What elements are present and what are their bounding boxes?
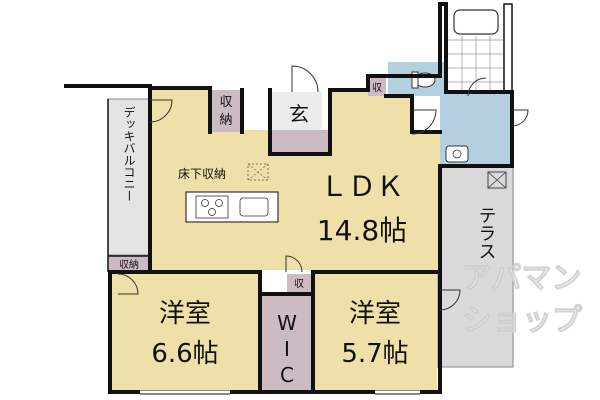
storage-top-label-2: 納 xyxy=(219,113,232,128)
western-room-2-size: 5.7帖 xyxy=(341,339,408,369)
terrace-drain-icon xyxy=(487,171,507,189)
storage-left-label: 収納 xyxy=(119,258,139,271)
terrace-label: テラス xyxy=(476,206,497,260)
bathtub-icon xyxy=(453,9,499,35)
entrance-label: 玄 xyxy=(289,102,309,126)
storage-top-label-1: 収 xyxy=(219,95,232,110)
western-room-2 xyxy=(315,272,437,390)
wic-label-i: I xyxy=(284,337,290,361)
wic-label-c: C xyxy=(280,363,294,387)
sink-icon xyxy=(239,197,269,217)
watermark-line-1: アパマン xyxy=(462,261,581,296)
storage-wic-label: 収 xyxy=(294,278,304,290)
underfloor-storage-icon xyxy=(247,163,269,181)
ldk-room xyxy=(150,88,440,270)
terrace-area xyxy=(436,166,514,368)
walls xyxy=(64,2,514,394)
western-room-1-name: 洋室 xyxy=(159,299,211,329)
storage-small-top xyxy=(368,78,386,96)
wic-label-w: W xyxy=(277,311,297,335)
doors xyxy=(117,65,529,395)
kitchen-counter xyxy=(185,191,279,223)
western-room-2-name: 洋室 xyxy=(349,299,401,329)
storage-left xyxy=(108,256,150,272)
underfloor-storage-label: 床下収納 xyxy=(178,167,226,181)
watermark-line-2: ショップ xyxy=(462,303,583,338)
entrance-area xyxy=(272,92,322,130)
stove-icon xyxy=(195,195,229,219)
western-room-1-size: 6.6帖 xyxy=(151,339,218,369)
western-room-1 xyxy=(110,272,260,390)
bath-tiles xyxy=(448,36,504,90)
deck-balcony-label: デッキバルコニー xyxy=(122,106,136,202)
shoe-storage xyxy=(272,130,328,152)
storage-small-top-label: 収 xyxy=(372,82,382,94)
ldk-size: 14.8帖 xyxy=(317,214,407,247)
wash-basin-icon xyxy=(445,145,469,163)
storage-wic xyxy=(287,274,311,292)
storage-top xyxy=(210,90,242,132)
ldk-name: ＬＤＫ xyxy=(320,170,404,203)
wic-area xyxy=(262,296,312,390)
